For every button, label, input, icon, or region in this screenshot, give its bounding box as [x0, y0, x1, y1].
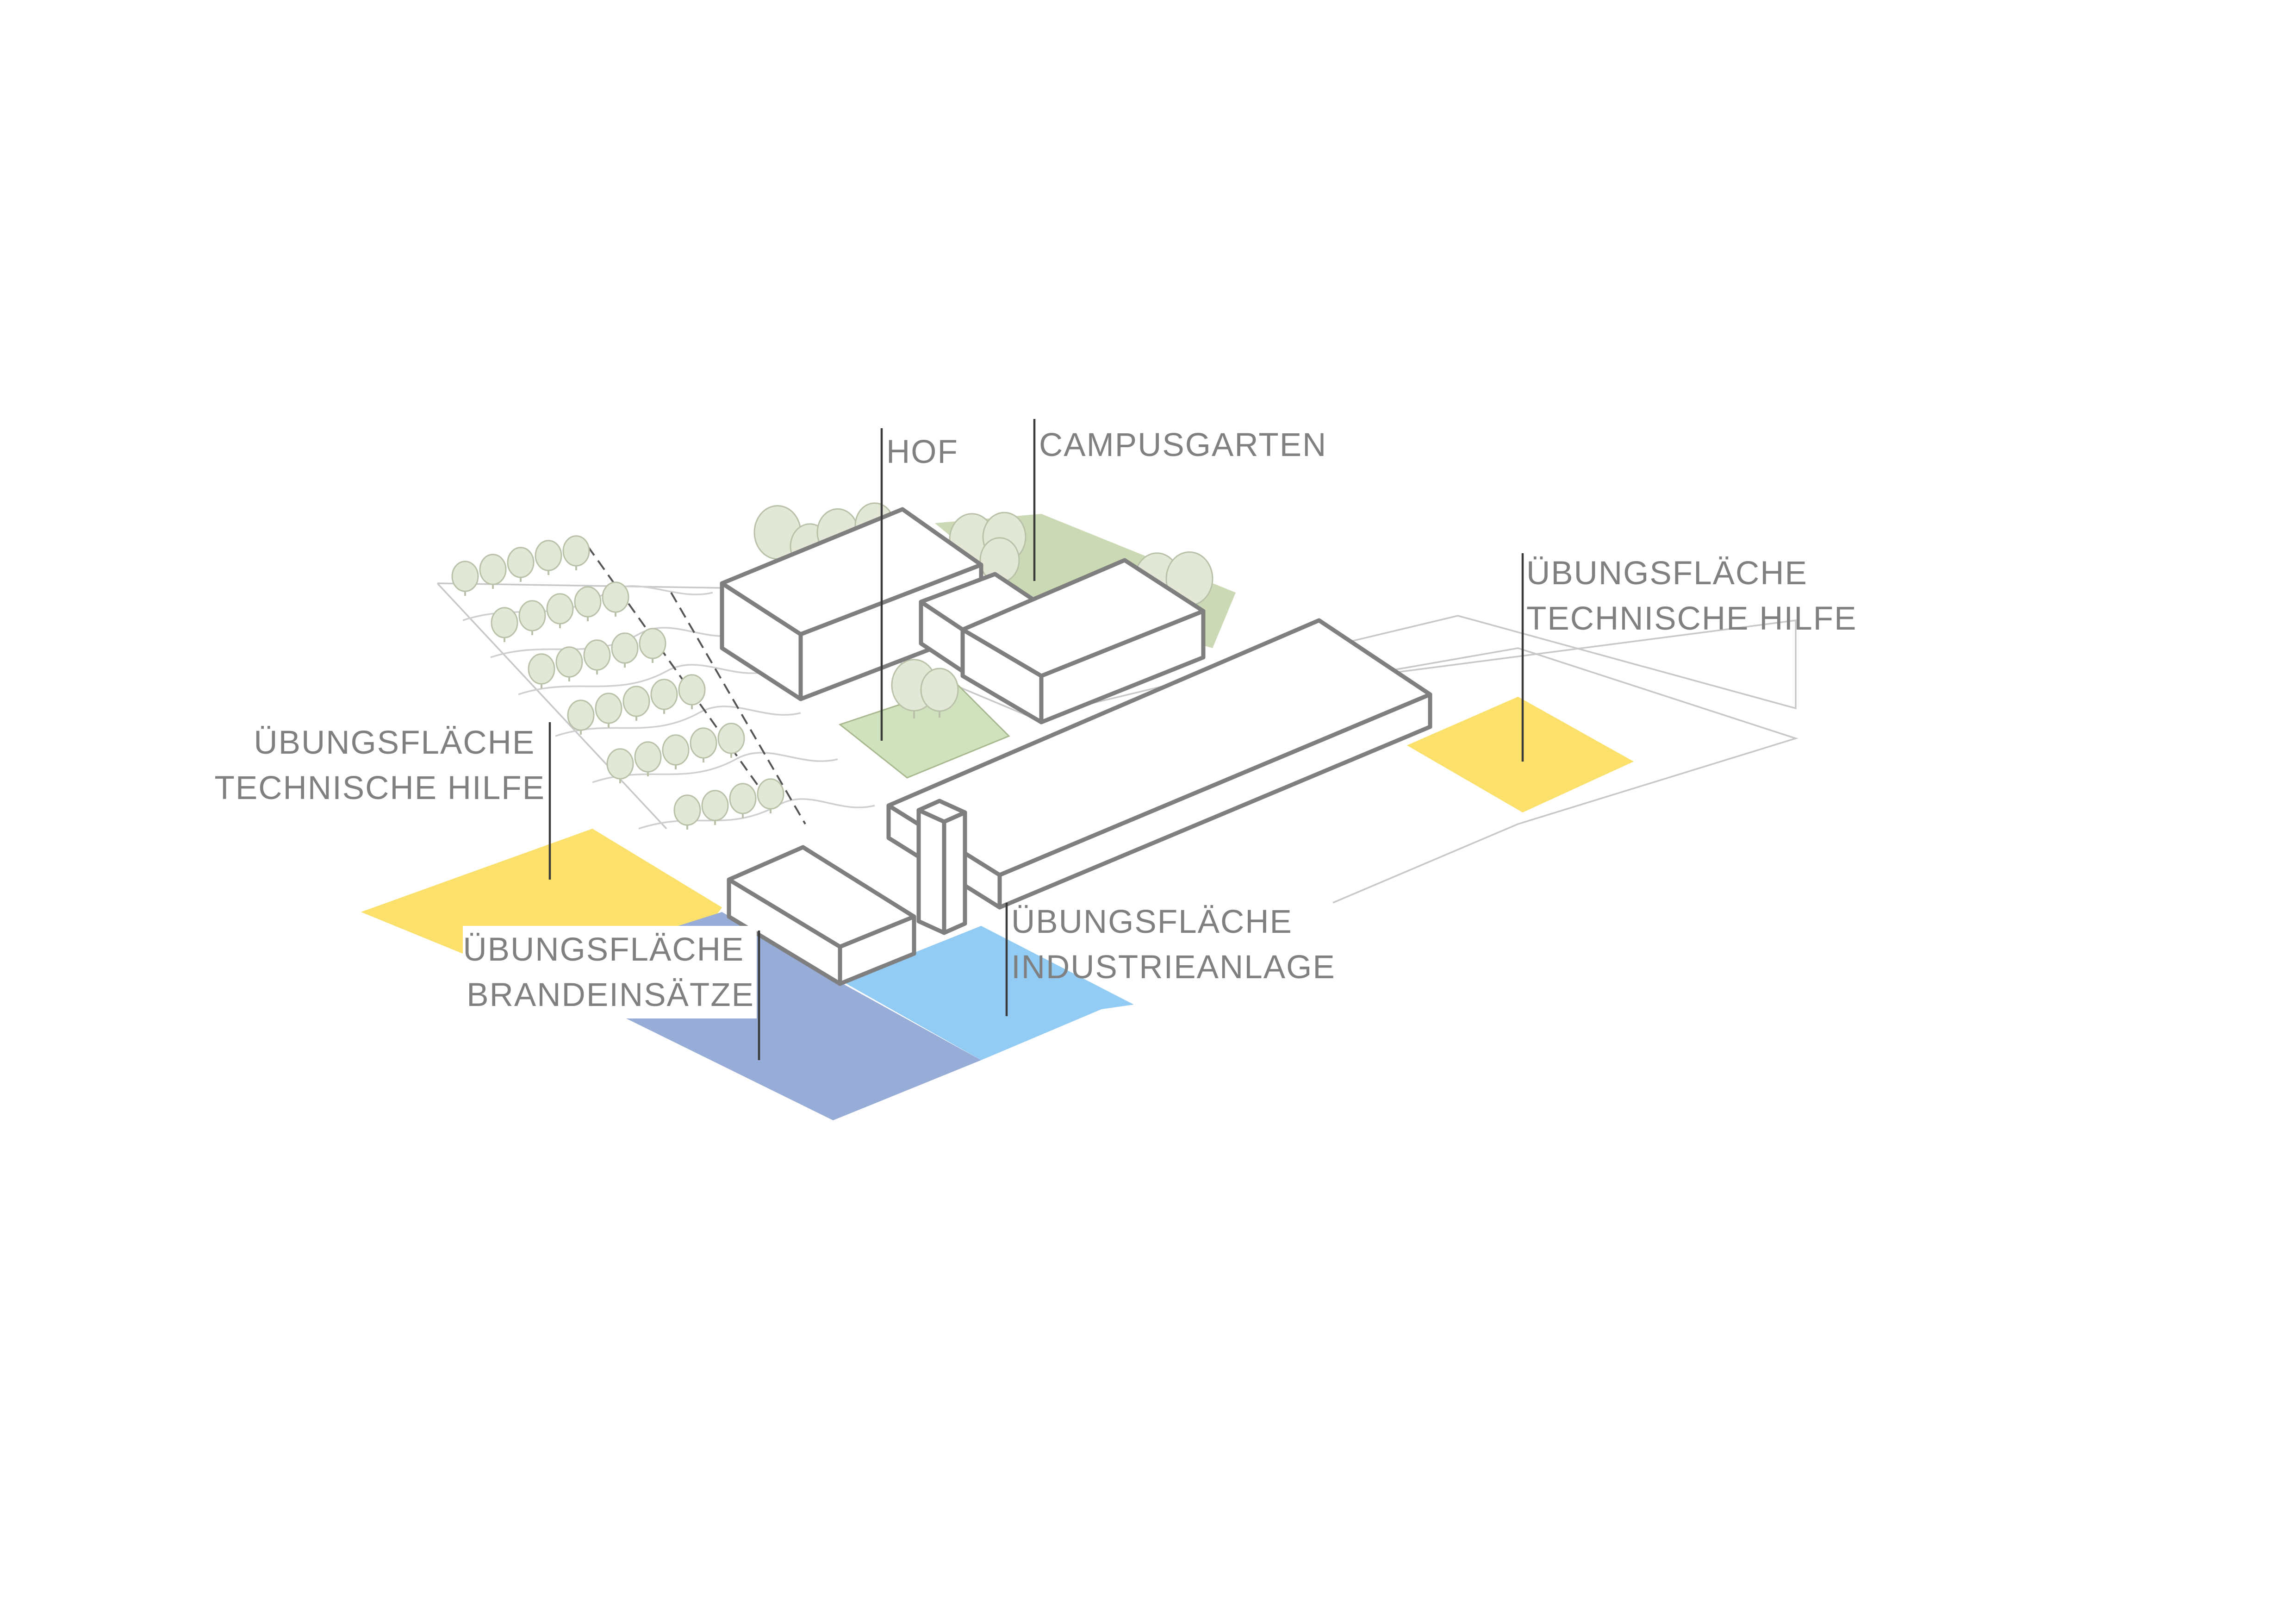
tree — [701, 790, 729, 821]
label-technische-hilfe-right-line1: ÜBUNGSFLÄCHE — [1526, 555, 1808, 592]
tree — [479, 554, 507, 585]
label-campusgarten: CAMPUSGARTEN — [1039, 427, 1327, 463]
label-brandeinsaetze-line2: BRANDEINSÄTZE — [467, 977, 754, 1013]
tree — [518, 600, 546, 631]
tree — [567, 700, 595, 731]
dashed-paths — [587, 545, 806, 825]
tree — [662, 734, 690, 766]
building-f-roof — [727, 845, 916, 949]
tree — [595, 693, 622, 724]
tree — [451, 561, 479, 592]
tree — [602, 581, 629, 613]
label-technische-hilfe-left: ÜBUNGSFLÄCHE TECHNISCHE HILFE — [215, 725, 545, 806]
building-a-roof — [720, 507, 983, 637]
tree — [606, 748, 634, 780]
tree — [650, 679, 678, 710]
label-technische-hilfe-right-line2: TECHNISCHE HILFE — [1526, 600, 1857, 637]
tree — [757, 778, 784, 810]
tree — [528, 653, 555, 685]
label-technische-hilfe-left-line1: ÜBUNGSFLÄCHE — [254, 725, 535, 761]
label-brandeinsaetze: ÜBUNGSFLÄCHE BRANDEINSÄTZE — [463, 931, 754, 1013]
technische-hilfe-right-area — [1407, 697, 1634, 812]
tree — [717, 723, 745, 754]
label-technische-hilfe-right: ÜBUNGSFLÄCHE TECHNISCHE HILFE — [1526, 555, 1857, 637]
tree — [555, 646, 583, 678]
building-c-roof — [960, 558, 1206, 678]
tower-roof — [916, 799, 967, 824]
tree — [583, 639, 611, 671]
tree — [622, 686, 650, 717]
tree — [690, 727, 717, 759]
label-industrieanlage-line1: ÜBUNGSFLÄCHE — [1011, 904, 1293, 940]
tower-front — [916, 808, 946, 935]
tree — [639, 628, 666, 659]
tree — [546, 593, 574, 625]
label-brandeinsaetze-line1: ÜBUNGSFLÄCHE — [463, 931, 744, 968]
tree — [729, 783, 757, 814]
tree — [611, 632, 639, 664]
label-technische-hilfe-left-line2: TECHNISCHE HILFE — [215, 770, 545, 806]
tree — [673, 794, 701, 826]
leader-lines — [548, 419, 1524, 1060]
label-brandeinsaetze-backdrop — [463, 926, 757, 1018]
tree — [678, 674, 706, 706]
tree — [535, 540, 562, 571]
buildings — [720, 507, 1432, 986]
tree — [507, 547, 535, 578]
tree — [574, 586, 602, 618]
tree — [920, 668, 959, 712]
tower-side — [942, 810, 967, 935]
tree — [562, 535, 590, 567]
industrieanlage-area — [842, 926, 1134, 1060]
tree — [491, 607, 518, 638]
label-industrieanlage-line2: INDUSTRIEANLAGE — [1011, 949, 1336, 986]
label-hof: HOF — [886, 434, 958, 470]
label-industrieanlage: ÜBUNGSFLÄCHE INDUSTRIEANLAGE — [1011, 904, 1336, 986]
tree — [634, 741, 662, 773]
